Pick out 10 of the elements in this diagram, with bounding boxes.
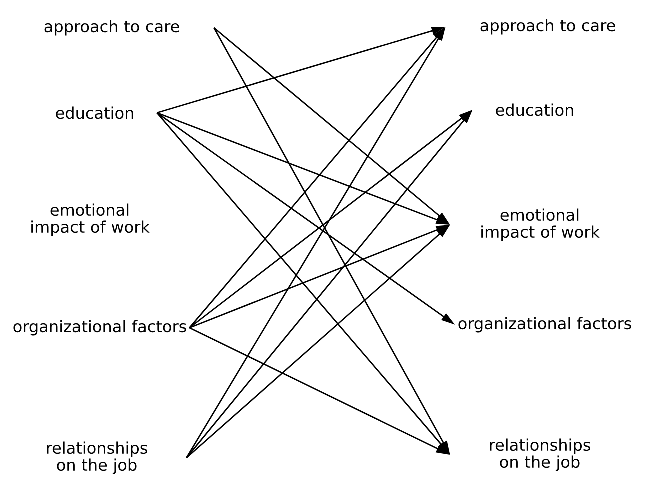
label-text: organizational factors: [458, 317, 632, 333]
label-text: approach to care: [480, 19, 616, 35]
label-text: emotional impact of work: [482, 208, 600, 242]
label-text: emotional impact of work: [32, 204, 150, 236]
label-text: relationships on the job: [490, 438, 590, 472]
label-text: organizational factors: [14, 320, 186, 336]
label-text: approach to care: [44, 20, 180, 36]
label-text: education: [56, 106, 134, 120]
label-text: relationships on the job: [47, 442, 148, 474]
label-text: education: [496, 104, 574, 116]
